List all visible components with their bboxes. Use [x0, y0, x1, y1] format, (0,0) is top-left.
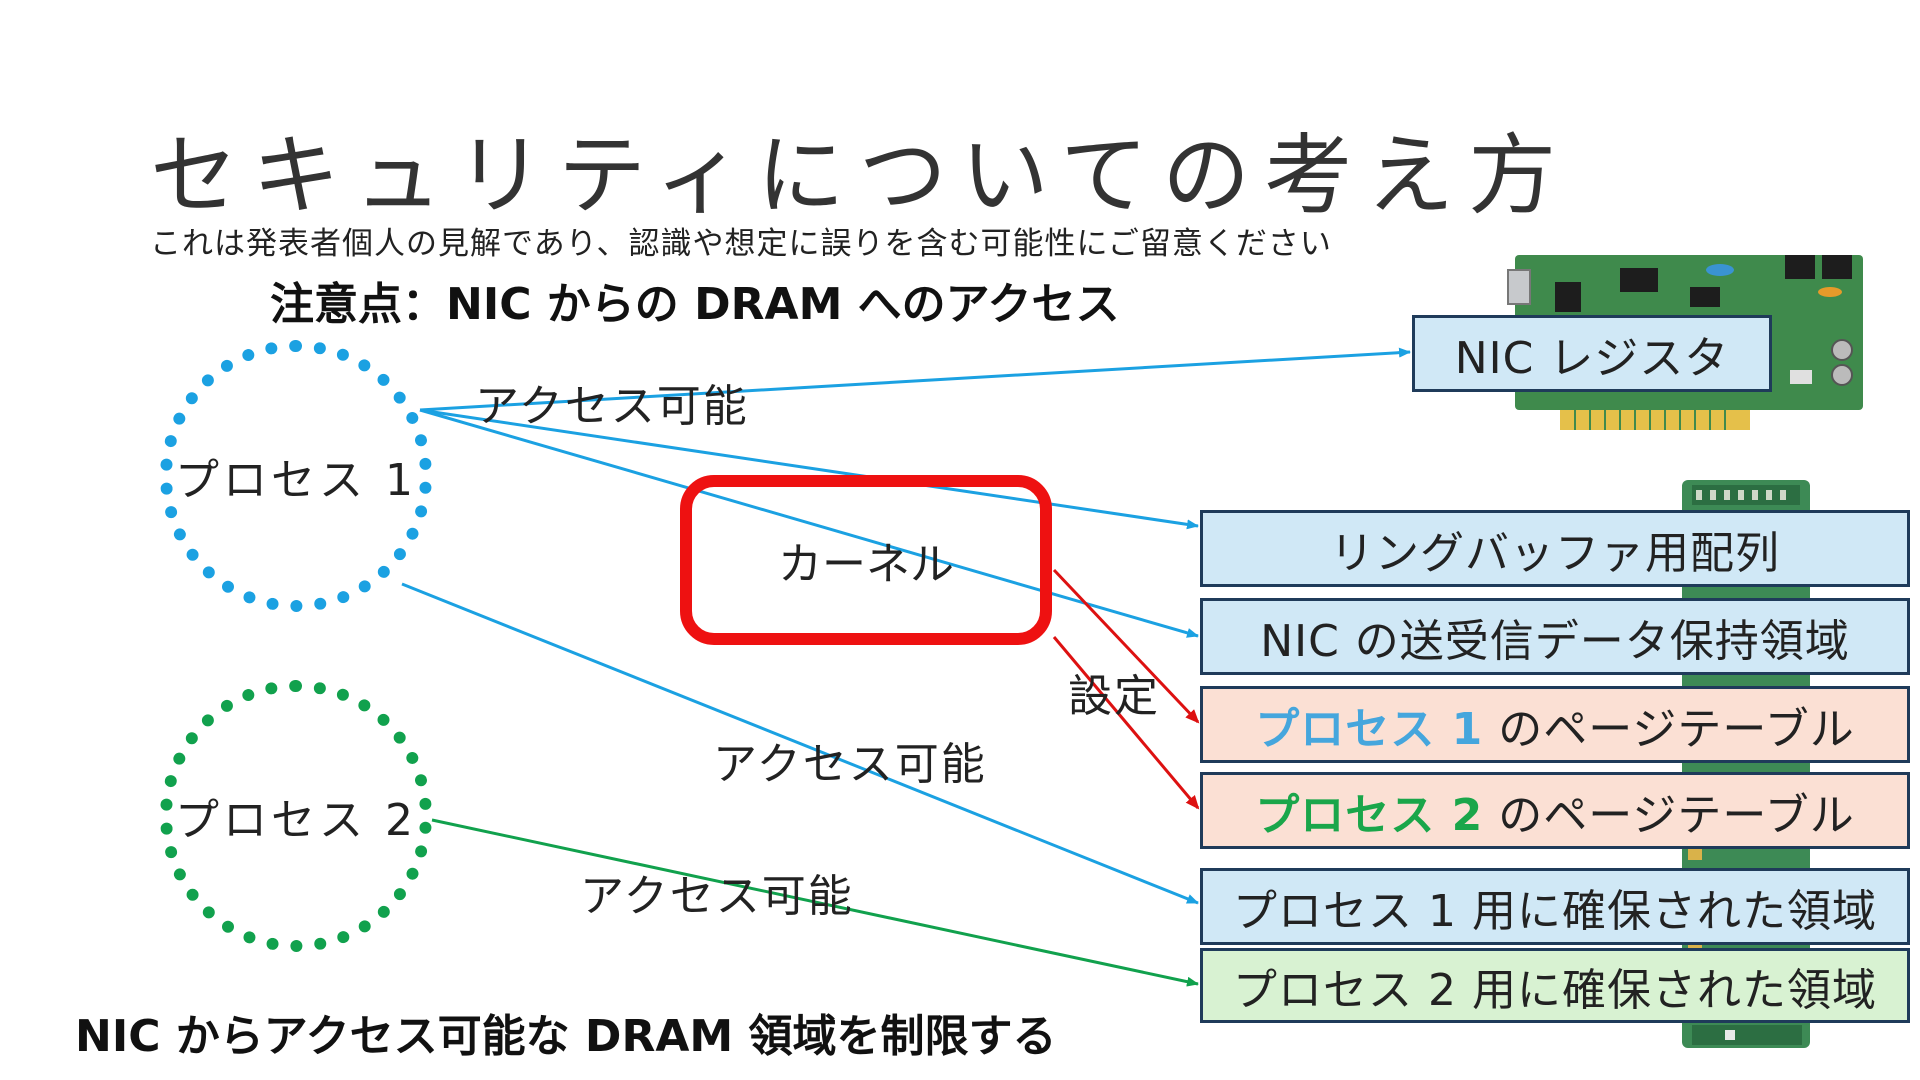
edge-label-access-2: アクセス可能 [713, 728, 987, 792]
kernel-label: カーネル [778, 528, 954, 592]
nic-data-label: NIC の送受信データ保持領域 [1260, 605, 1850, 669]
edge-label-setting: 設定 [1068, 660, 1160, 724]
process-2-area-label: プロセス 2 用に確保された領域 [1233, 954, 1877, 1018]
nic-data-box: NIC の送受信データ保持領域 [1200, 598, 1910, 675]
nic-register-label: NIC レジスタ [1455, 322, 1730, 386]
page-table-1-box: プロセス 1 のページテーブル [1200, 686, 1910, 763]
process-1-area-box: プロセス 1 用に確保された領域 [1200, 868, 1910, 945]
process-2-label: プロセス 2 [175, 784, 417, 848]
process-1-area-label: プロセス 1 用に確保された領域 [1233, 875, 1877, 939]
edge-label-access-3: アクセス可能 [580, 860, 854, 924]
conclusion-text: NIC からアクセス可能な DRAM 領域を制限する [75, 1000, 1056, 1064]
nic-register-box: NIC レジスタ [1412, 315, 1772, 392]
page-table-1-process: プロセス 1 [1255, 693, 1483, 757]
ring-buffer-box: リングバッファ用配列 [1200, 510, 1910, 587]
kernel-node: カーネル [680, 475, 1052, 645]
process-1-label: プロセス 1 [175, 444, 417, 508]
page-table-1-suffix: のページテーブル [1483, 693, 1854, 757]
page-table-2-process: プロセス 2 [1255, 779, 1483, 843]
page-table-2-box: プロセス 2 のページテーブル [1200, 772, 1910, 849]
page-title: セキュリティについての考え方 [150, 105, 1570, 232]
process-2-node: プロセス 2 [160, 680, 432, 952]
process-2-area-box: プロセス 2 用に確保された領域 [1200, 948, 1910, 1023]
section-heading: 注意点：NIC からの DRAM へのアクセス [270, 268, 1119, 332]
edge-label-access-1: アクセス可能 [475, 370, 749, 434]
ring-buffer-label: リングバッファ用配列 [1330, 517, 1780, 581]
page-table-2-suffix: のページテーブル [1483, 779, 1854, 843]
disclaimer-text: これは発表者個人の見解であり、認識や想定に誤りを含む可能性にご留意ください [150, 218, 1332, 263]
process-1-node: プロセス 1 [160, 340, 432, 612]
